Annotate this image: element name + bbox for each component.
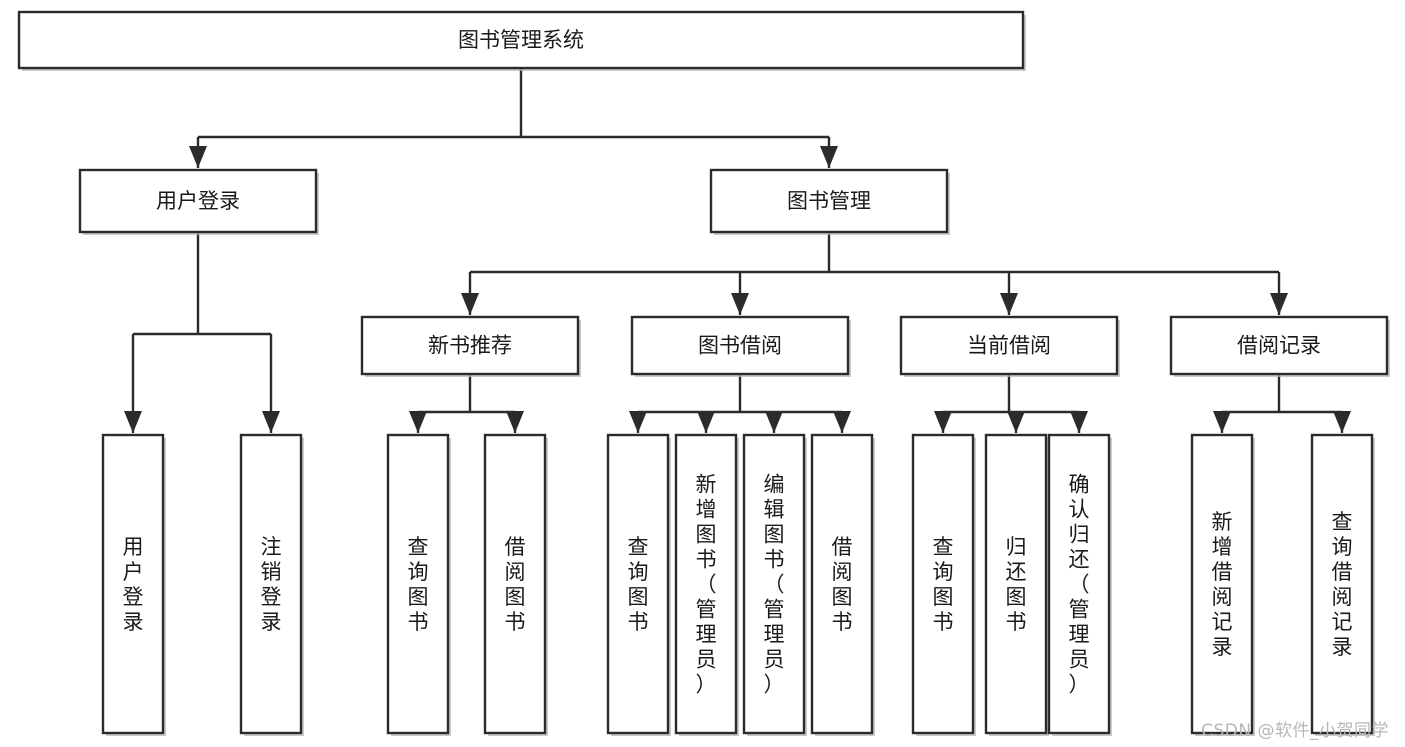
arrow-icon-book_manage: [820, 146, 838, 168]
arrow-icon-leaf_cb_query: [934, 411, 952, 433]
arrow-icon-leaf_cb_return: [1007, 411, 1025, 433]
node-rect[interactable]: [606, 433, 670, 735]
node-label: 借阅图书: [505, 535, 526, 634]
node-rect[interactable]: [1169, 315, 1389, 376]
arrow-icon-leaf_br_borrow: [833, 411, 851, 433]
node-rect[interactable]: [810, 433, 874, 735]
node-label: 归还图书: [1006, 535, 1027, 634]
arrow-icon-leaf_br_query: [629, 411, 647, 433]
arrow-icon-leaf_user_login: [124, 411, 142, 433]
arrow-icon-current_borrow: [1000, 293, 1018, 315]
arrow-icon-book_borrow: [731, 293, 749, 315]
node-label: 新书推荐: [428, 334, 512, 358]
node-label: 图书管理系统: [458, 28, 584, 52]
node-user-login[interactable]: 用户登录: [78, 168, 319, 235]
node-root[interactable]: 图书管理系统: [17, 10, 1026, 71]
node-leaf-user-login[interactable]: 用户登录: [101, 433, 166, 736]
arrow-icon-new_book_rec: [461, 293, 479, 315]
node-label: 注销登录: [261, 535, 282, 634]
node-leaf-rec-query[interactable]: 查询图书: [386, 433, 451, 736]
node-rect[interactable]: [1047, 433, 1111, 735]
arrow-icon-leaf_br_edit: [765, 411, 783, 433]
node-label: 图书管理: [787, 189, 871, 213]
arrow-icon-leaf_rec_query2: [1333, 411, 1351, 433]
node-label: 确认归还（管理员）: [1069, 473, 1090, 697]
node-rect[interactable]: [483, 433, 547, 735]
node-leaf-logout[interactable]: 注销登录: [239, 433, 304, 736]
arrow-icon-borrow_record: [1270, 293, 1288, 315]
node-rect[interactable]: [239, 433, 303, 735]
node-leaf-cb-query[interactable]: 查询图书: [911, 433, 976, 736]
node-leaf-br-borrow[interactable]: 借阅图书: [810, 433, 875, 736]
node-layer: 图书管理系统用户登录图书管理新书推荐图书借阅当前借阅借阅记录用户登录注销登录查询…: [17, 10, 1390, 736]
node-leaf-rec-add[interactable]: 新增借阅记录: [1190, 433, 1255, 736]
node-rect[interactable]: [360, 315, 580, 376]
arrow-icon-user_login: [189, 146, 207, 168]
node-leaf-br-add[interactable]: 新增图书（管理员）: [674, 433, 739, 736]
node-label: 新增图书（管理员）: [696, 473, 717, 697]
node-label: 图书借阅: [698, 334, 782, 358]
node-rect[interactable]: [630, 315, 850, 376]
node-label: 用户登录: [156, 189, 240, 213]
node-book-manage[interactable]: 图书管理: [709, 168, 950, 235]
node-label: 查询图书: [408, 535, 429, 634]
node-new-book-rec[interactable]: 新书推荐: [360, 315, 581, 377]
node-label: 新增借阅记录: [1212, 510, 1233, 659]
node-leaf-rec-query2[interactable]: 查询借阅记录: [1310, 433, 1375, 736]
node-leaf-br-query[interactable]: 查询图书: [606, 433, 671, 736]
arrow-icon-leaf_logout: [262, 411, 280, 433]
node-borrow-record[interactable]: 借阅记录: [1169, 315, 1390, 377]
arrow-icon-leaf_rec_query: [409, 411, 427, 433]
node-label: 当前借阅: [967, 334, 1051, 358]
node-rect[interactable]: [911, 433, 975, 735]
node-rect[interactable]: [674, 433, 738, 735]
node-label: 编辑图书（管理员）: [764, 473, 785, 697]
arrow-icon-leaf_br_add: [697, 411, 715, 433]
node-label: 查询图书: [933, 535, 954, 634]
node-rect[interactable]: [386, 433, 450, 735]
node-rect[interactable]: [742, 433, 806, 735]
connector-layer: [124, 68, 1351, 433]
node-leaf-cb-return[interactable]: 归还图书: [984, 433, 1049, 736]
node-rect[interactable]: [1190, 433, 1254, 735]
node-label: 用户登录: [123, 535, 144, 634]
node-rect[interactable]: [984, 433, 1048, 735]
node-leaf-br-edit[interactable]: 编辑图书（管理员）: [742, 433, 807, 736]
node-label: 借阅图书: [832, 535, 853, 634]
arrow-icon-leaf_cb_confirm: [1070, 411, 1088, 433]
node-current-borrow[interactable]: 当前借阅: [899, 315, 1120, 377]
node-rect[interactable]: [709, 168, 949, 234]
node-leaf-cb-confirm[interactable]: 确认归还（管理员）: [1047, 433, 1112, 736]
node-book-borrow[interactable]: 图书借阅: [630, 315, 851, 377]
arrow-icon-leaf_rec_borrow: [506, 411, 524, 433]
node-rect[interactable]: [17, 10, 1025, 70]
node-label: 借阅记录: [1237, 334, 1321, 358]
node-rect[interactable]: [1310, 433, 1374, 735]
node-leaf-rec-borrow[interactable]: 借阅图书: [483, 433, 548, 736]
arrow-icon-leaf_rec_add: [1213, 411, 1231, 433]
node-rect[interactable]: [78, 168, 318, 234]
node-label: 查询借阅记录: [1332, 510, 1353, 659]
node-rect[interactable]: [899, 315, 1119, 376]
node-label: 查询图书: [628, 535, 649, 634]
node-rect[interactable]: [101, 433, 165, 735]
